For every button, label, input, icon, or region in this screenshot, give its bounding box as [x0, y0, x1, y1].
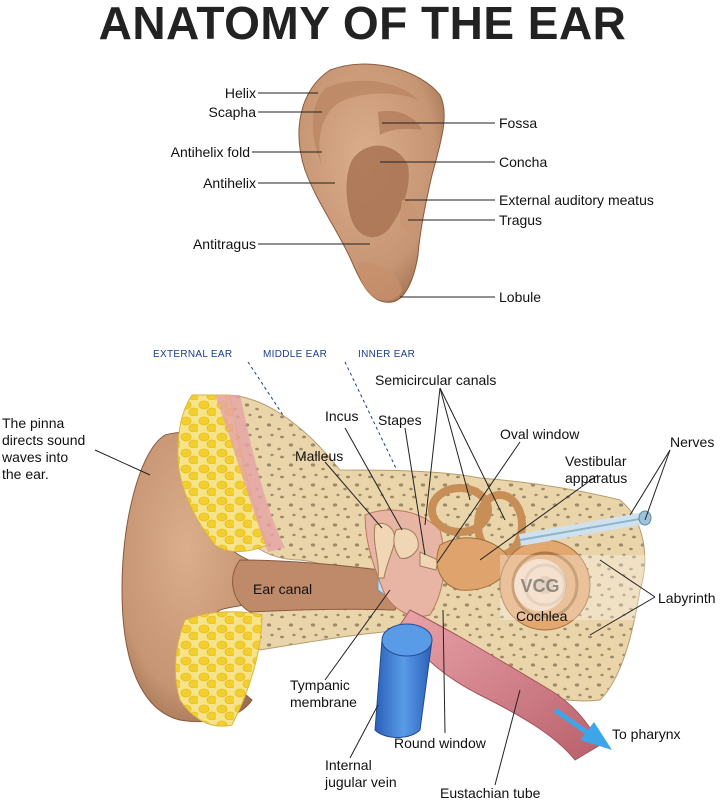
ear-canal: [232, 559, 398, 613]
label-tympanic-2: membrane: [290, 694, 357, 710]
label-lobule: Lobule: [499, 289, 541, 305]
pinna-lobule: [358, 262, 402, 301]
watermark-text: VCG: [520, 576, 559, 596]
label-pinna-note-2: directs sound: [2, 432, 85, 448]
label-vestibular-2: apparatus: [565, 470, 627, 486]
pinna-illustration: [298, 63, 445, 303]
label-inner-ear: INNER EAR: [358, 349, 415, 360]
label-jugular-1: Internal: [325, 757, 372, 773]
label-cochlea: Cochlea: [516, 608, 568, 624]
label-jugular-2: jugular vein: [324, 774, 397, 790]
label-to-pharynx: To pharynx: [612, 726, 680, 742]
label-pinna-note-4: the ear.: [2, 466, 49, 482]
label-concha: Concha: [499, 154, 547, 170]
jugular-vein: [374, 623, 433, 738]
pinna-labels: Helix Scapha Antihelix fold Antihelix An…: [171, 85, 654, 305]
label-antihelix-fold: Antihelix fold: [171, 144, 250, 160]
label-external-auditory-meatus: External auditory meatus: [499, 192, 654, 208]
divider-middle-inner: [344, 361, 441, 561]
region-labels: EXTERNAL EAR MIDDLE EAR INNER EAR: [153, 349, 441, 601]
pharynx-arrow: [553, 707, 612, 750]
pinna-leader-lines: [252, 92, 495, 298]
label-malleus: Malleus: [295, 448, 343, 464]
label-external-ear: EXTERNAL EAR: [153, 349, 232, 360]
pinna-tragus: [399, 199, 417, 231]
label-nerves: Nerves: [670, 434, 714, 450]
label-fossa: Fossa: [499, 115, 537, 131]
label-tympanic-1: Tympanic: [290, 677, 350, 693]
jugular-vein-top: [381, 623, 433, 657]
label-vestibular-1: Vestibular: [565, 453, 627, 469]
semicircular-canal-a: [428, 484, 492, 536]
label-middle-ear: MIDDLE EAR: [263, 349, 327, 360]
label-scapha: Scapha: [209, 104, 257, 120]
watermark-logo: VCG: [500, 555, 725, 620]
label-incus: Incus: [325, 408, 358, 424]
vestibule: [436, 537, 511, 591]
label-ear-canal: Ear canal: [253, 581, 312, 597]
section-labels: The pinna directs sound waves into the e…: [1, 372, 716, 800]
stapes-shape: [419, 551, 439, 571]
label-antihelix: Antihelix: [203, 175, 256, 191]
label-round-window: Round window: [394, 735, 487, 751]
label-eustachian-tube: Eustachian tube: [440, 785, 541, 800]
label-tragus: Tragus: [499, 212, 542, 228]
label-stapes: Stapes: [378, 412, 422, 428]
page-title: ANATOMY OF THE EAR: [98, 0, 627, 49]
label-pinna-note-1: The pinna: [2, 415, 64, 431]
nerves-shape: [518, 510, 652, 546]
eustachian-tube-shape: [399, 609, 601, 761]
label-pinna-note-3: waves into: [1, 449, 68, 465]
fat-tissue-lower: [174, 611, 263, 727]
section-leader-lines: [94, 387, 671, 786]
cartilage-band: [215, 395, 285, 552]
label-oval-window: Oval window: [500, 426, 580, 442]
pinna-concha: [346, 145, 409, 238]
label-semicircular-canals: Semicircular canals: [375, 372, 496, 388]
pinna-scapha: [312, 80, 418, 165]
label-helix: Helix: [225, 85, 256, 101]
label-antitragus: Antitragus: [193, 236, 256, 252]
incus-shape: [393, 528, 419, 559]
ossicles: [373, 523, 439, 579]
label-labyrinth: Labyrinth: [658, 590, 716, 606]
malleus-shape: [373, 523, 396, 579]
